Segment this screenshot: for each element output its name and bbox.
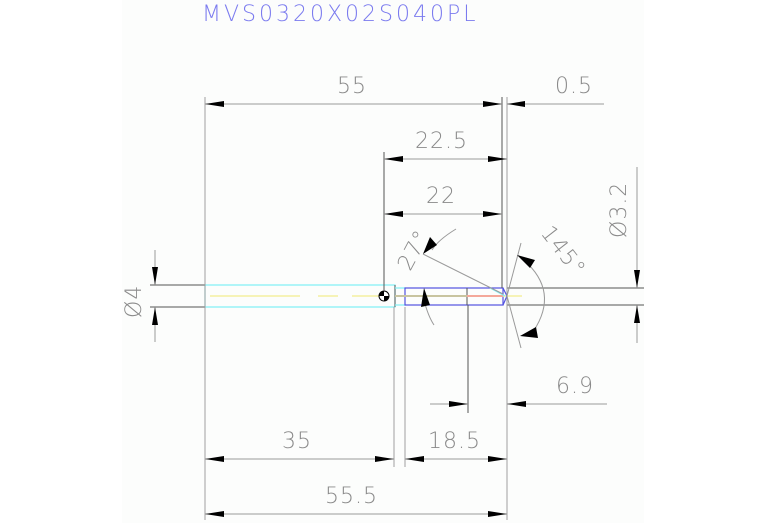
svg-text:Ø4: Ø4 — [122, 285, 147, 318]
svg-text:0.5: 0.5 — [555, 74, 593, 99]
dim-flute-inner: 22 — [384, 184, 502, 217]
dim-tip-diameter: Ø3.2 — [607, 167, 640, 343]
svg-text:6.9: 6.9 — [556, 374, 594, 399]
svg-text:Ø3.2: Ø3.2 — [607, 182, 632, 238]
svg-text:55.5: 55.5 — [325, 484, 378, 509]
dim-overall-top: 55 — [205, 74, 502, 107]
dim-tip-recess: 6.9 — [430, 374, 607, 407]
dim-overall-bottom: 55.5 — [205, 484, 507, 517]
drawing-sheet — [122, 0, 644, 523]
part-number-title: MVS0320X02S040PL — [202, 2, 479, 27]
svg-text:18.5: 18.5 — [428, 429, 481, 454]
svg-text:35: 35 — [282, 429, 312, 454]
dim-shank-diameter: Ø4 — [122, 250, 158, 342]
dim-tip-offset: 0.5 — [507, 74, 604, 107]
dim-cutting-length: 18.5 — [405, 429, 507, 462]
svg-text:55: 55 — [337, 74, 367, 99]
svg-text:22: 22 — [426, 184, 456, 209]
tool-body — [150, 284, 522, 308]
dim-shank-length: 35 — [205, 429, 394, 462]
svg-text:22.5: 22.5 — [415, 129, 468, 154]
dim-flute-outer: 22.5 — [384, 129, 507, 162]
centre-mark-icon — [378, 290, 390, 302]
